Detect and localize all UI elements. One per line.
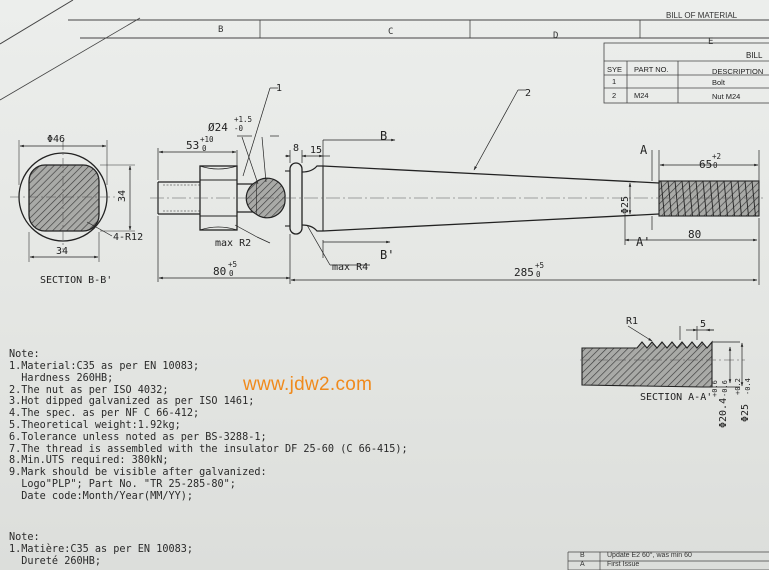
dim-dia25: Φ25 (620, 196, 631, 214)
dim-8: 8 (293, 143, 299, 154)
dim-dia20-4-tol-upper: +0.6 (711, 380, 719, 397)
dim-34-vertical: 34 (117, 190, 128, 202)
bom-table (603, 42, 769, 104)
dim-dia24: Ø24 (208, 121, 228, 134)
dim-dia24-tol-lower: -0 (234, 124, 244, 133)
notes-list: 1.Material:C35 as per EN 10083; Hardness… (9, 361, 408, 503)
note-line: 8.Min.UTS required: 380kN; (9, 455, 169, 467)
dim-65-tol-upper: +2 (712, 152, 721, 161)
dim-dia25-section: Φ25 (740, 404, 751, 422)
right-thread (658, 180, 760, 217)
bom-header-sye: SYE (607, 65, 622, 74)
dim-80-left: 80 (213, 265, 226, 278)
bom-row2-part: M24 (634, 91, 649, 100)
section-aa-label: SECTION A-A' (640, 392, 712, 403)
dim-4-r12: 4-R12 (113, 232, 143, 243)
note-fr-line: 1.Matière:C35 as per EN 10083; (9, 544, 194, 555)
dim-285-tol-lower: 0 (536, 270, 541, 279)
revision-b-code: B (580, 552, 585, 559)
note-fr-line: Dureté 260HB; (9, 555, 102, 567)
note-line: 5.Theoretical weight:1.92kg; (9, 419, 181, 431)
note-line: Logo"PLP"; Part No. "TR 25-285-80"; (9, 478, 236, 490)
note-line: 3.Hot dipped galvanized as per ISO 1461; (9, 396, 255, 408)
revision-b-desc: Update E2 60°, was min 60 (607, 552, 692, 559)
note-line: Date code:Month/Year(MM/YY); (9, 490, 194, 502)
section-marker-a: A (640, 143, 648, 157)
dim-65: 65 (699, 158, 712, 171)
section-marker-a-prime: A' (636, 235, 650, 249)
bom-title: BILL (746, 51, 763, 60)
bom-header-desc: DESCRIPTION (712, 67, 763, 76)
dim-dia25-section-tol-upper: +0.2 (734, 378, 742, 395)
section-bb-label: SECTION B-B' (40, 275, 112, 286)
note-line: 9.Mark should be visible after galvanize… (9, 467, 267, 479)
bom-row1-desc: Bolt (712, 78, 726, 87)
bom-header-part: PART NO. (634, 65, 669, 74)
balloon-2: 2 (525, 88, 531, 99)
dim-80-right: 80 (688, 228, 701, 241)
drawing-frame (0, 0, 769, 101)
note-line: Hardness 260HB; (9, 372, 114, 384)
revision-a-desc: First Issue (607, 561, 640, 568)
dim-80-left-tol-lower: 0 (229, 269, 234, 278)
label-max-r2: max R2 (215, 238, 251, 249)
section-bb-view (10, 140, 135, 262)
dim-285-tol-upper: +5 (535, 261, 544, 270)
dim-5: 5 (700, 319, 706, 330)
section-marker-b: B (380, 129, 387, 143)
dim-r1: R1 (626, 316, 638, 327)
dim-80-left-tol-upper: +5 (228, 260, 237, 269)
note-line: 4.The spec. as per NF C 66-412; (9, 408, 200, 420)
dim-dia46: Φ46 (47, 134, 65, 145)
note-line: 7.The thread is assembled with the insul… (9, 443, 408, 455)
dim-dia20-4-tol-lower: -0.6 (721, 380, 729, 397)
balloon-1: 1 (276, 83, 282, 94)
note-line: 2.The nut as per ISO 4032; (9, 384, 169, 396)
bom-row1-sye: 1 (612, 77, 616, 86)
section-marker-b-prime: B' (380, 248, 394, 262)
column-label-d: D (553, 31, 558, 41)
main-dimensions (157, 87, 760, 285)
note-line: 1.Material:C35 as per EN 10083; (9, 361, 200, 372)
bom-row2-desc: Nut M24 (712, 92, 740, 101)
dim-dia20-4: Φ20.4 (718, 398, 729, 428)
dim-53: 53 (186, 139, 199, 152)
bom-top-title: BILL OF MATERIAL (666, 11, 738, 20)
column-label-e: E (708, 37, 713, 47)
column-label-c: C (388, 27, 393, 37)
bom-row2-sye: 2 (612, 91, 616, 100)
section-aa-view (580, 325, 745, 388)
notes-fr-heading: Note: (9, 532, 40, 543)
dim-53-tol-upper: +10 (200, 135, 214, 144)
bolt-body (157, 162, 660, 235)
notes-heading: Note: (9, 349, 40, 360)
dim-15: 15 (310, 145, 322, 156)
revision-a-code: A (580, 561, 585, 568)
column-label-b: B (218, 25, 223, 35)
watermark: www.jdw2.com (243, 374, 373, 395)
label-max-r4: max R4 (332, 262, 368, 273)
dim-285: 285 (514, 266, 534, 279)
dim-dia25-section-tol-lower: -0.4 (744, 378, 752, 395)
revision-table (567, 551, 769, 570)
dim-dia24-tol-upper: +1.5 (234, 115, 252, 124)
dim-53-tol-lower: 0 (202, 144, 207, 153)
notes-fr-list: 1.Matière:C35 as per EN 10083; Dureté 26… (9, 544, 193, 568)
note-line: 6.Tolerance unless noted as per BS-3288-… (9, 431, 267, 443)
dim-65-tol-lower: 0 (713, 161, 718, 170)
dim-34-horizontal: 34 (56, 246, 68, 257)
